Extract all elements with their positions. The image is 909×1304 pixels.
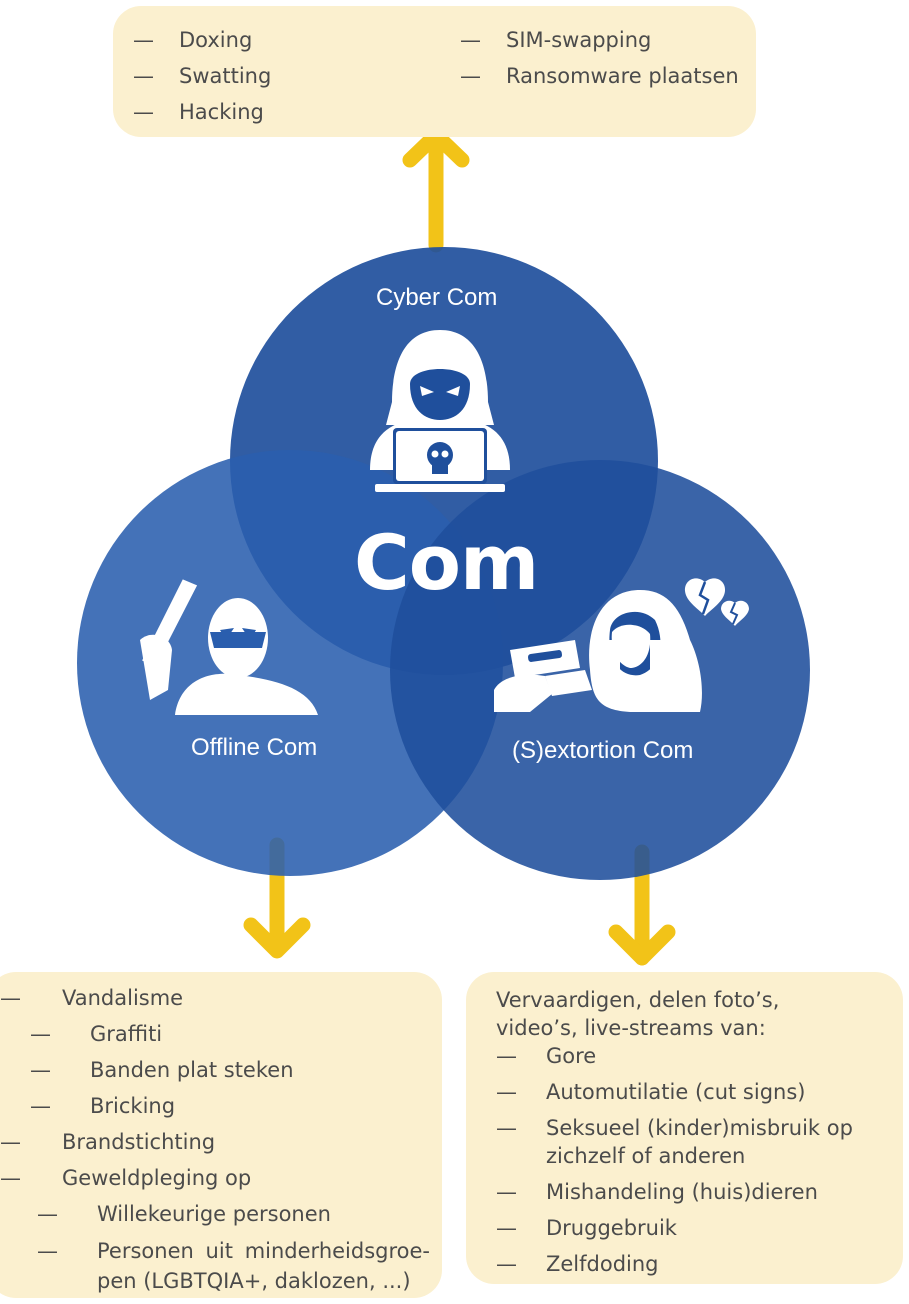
distressed-woman-icon <box>589 590 702 712</box>
list-item: —Vandalisme <box>0 986 184 1010</box>
label-cyber-com: Cyber Com <box>376 284 498 311</box>
arrow-up <box>402 127 470 253</box>
label-sextortion-com: (S)extortion Com <box>512 737 694 764</box>
label-com-center: Com <box>354 518 539 607</box>
list-item: —Zelfdoding <box>496 1252 659 1276</box>
list-item: —Personen uit minderheidsgroe-pen (LGBTQ… <box>37 1239 430 1293</box>
label-offline-com: Offline Com <box>191 734 318 761</box>
list-item: —Ransomware plaatsen <box>460 64 739 88</box>
list-item: —Graffiti <box>30 1022 163 1046</box>
list-item: —SIM-swapping <box>460 28 652 52</box>
list-item: —Bricking <box>30 1094 176 1118</box>
hacker-icon <box>370 330 510 492</box>
list-item: —Hacking <box>133 100 264 124</box>
list-item: —Automutilatie (cut signs) <box>496 1080 806 1104</box>
list-item: —Willekeurige personen <box>37 1202 331 1226</box>
circle-offline <box>77 450 503 876</box>
list-offline: —Vandalisme —Graffiti —Banden plat steke… <box>0 980 440 1296</box>
list-item: —Gore <box>496 1044 597 1068</box>
panel-sextortion-activities: Vervaardigen, delen foto’s, video’s, liv… <box>466 972 903 1284</box>
panel-cyber-activities: —Doxing —Swatting —Hacking —SIM-swapping… <box>113 6 756 137</box>
list-col1: —Doxing —Swatting —Hacking <box>133 22 271 130</box>
panel-offline-activities: —Vandalisme —Graffiti —Banden plat steke… <box>0 972 442 1298</box>
list-col2: —SIM-swapping —Ransomware plaatsen <box>460 22 739 94</box>
list-item: —Druggebruik <box>496 1216 677 1240</box>
list-sextortion: —Gore —Automutilatie (cut signs) —Seksue… <box>496 1038 896 1282</box>
masked-attacker-icon <box>140 579 318 715</box>
list-item: —Swatting <box>133 64 272 88</box>
broken-heart-icon <box>684 578 749 626</box>
list-item: —Brandstichting <box>0 1130 216 1154</box>
list-item: —Doxing <box>133 28 253 52</box>
intro-text: Vervaardigen, delen foto’s, video’s, liv… <box>496 988 780 1040</box>
list-item: —Seksueel (kinder)misbruik op zichzelf o… <box>496 1116 853 1168</box>
list-item: —Mishandeling (huis)dieren <box>496 1180 818 1204</box>
list-item: —Banden plat steken <box>30 1058 294 1082</box>
razor-blade-icon <box>494 640 592 712</box>
list-item: —Geweldpleging op <box>0 1166 252 1190</box>
